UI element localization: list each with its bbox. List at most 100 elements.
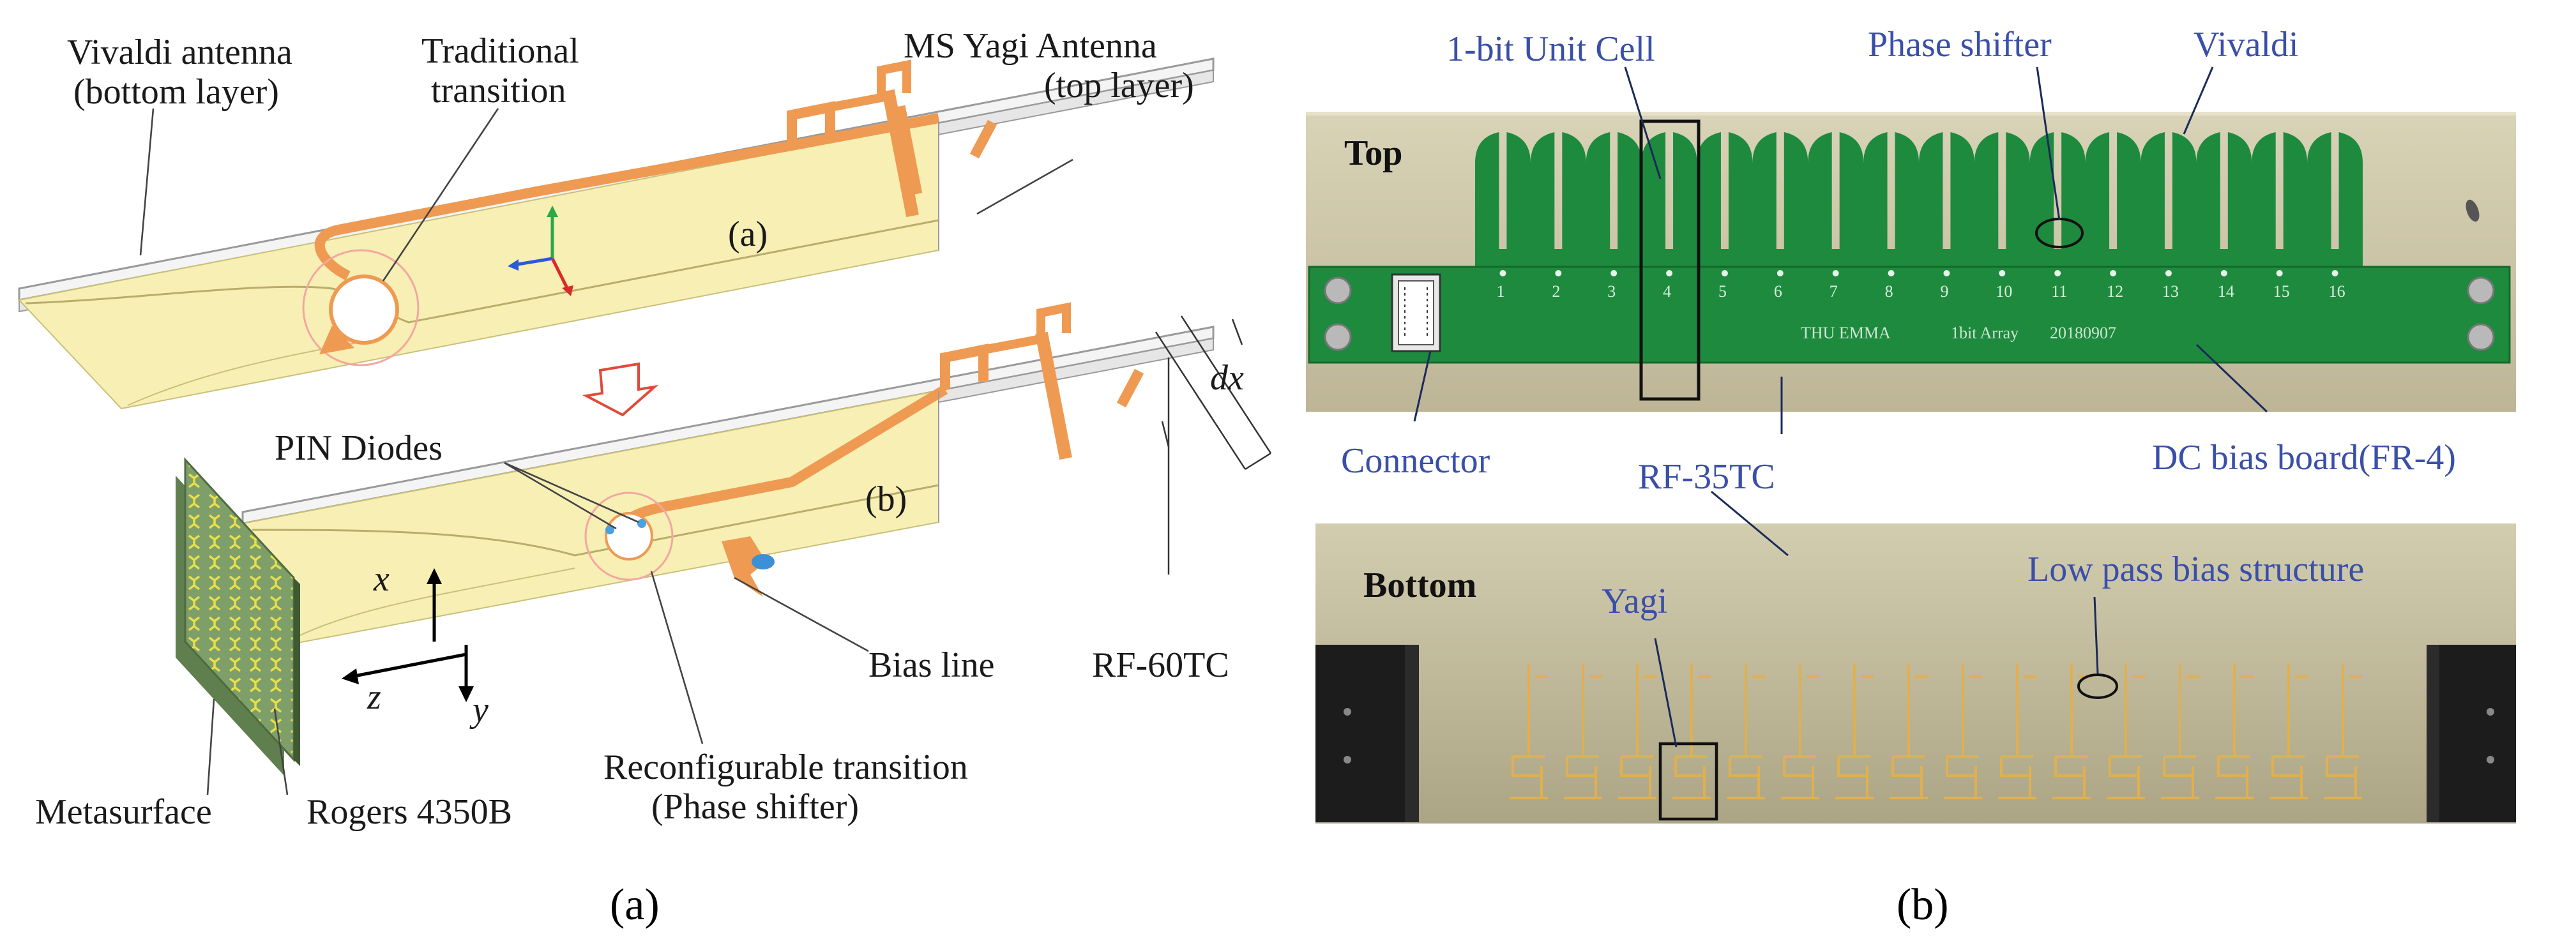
yagi-element-9	[1944, 664, 1982, 799]
label-top: Top	[1344, 133, 1402, 173]
element-pad-2	[1555, 270, 1562, 276]
panel-a-drawing: Vivaldi antenna (bottom layer) Tradition…	[18, 26, 1272, 929]
label-bottom: Bottom	[1363, 566, 1476, 605]
element-pad-5	[1721, 270, 1728, 276]
label-sub-a: (a)	[728, 214, 768, 254]
element-pad-1	[1499, 270, 1506, 276]
label-rf35tc: RF-35TC	[1638, 457, 1775, 497]
label-bias-line: Bias line	[868, 645, 995, 685]
yagi-element-15	[2269, 664, 2308, 799]
label-axis-z: z	[367, 677, 381, 717]
leader-lines-b	[1413, 66, 2268, 748]
label-dx: dx	[1210, 358, 1244, 398]
label-traditional-1: Traditional	[421, 31, 579, 71]
transition-arrow-icon	[582, 362, 659, 417]
yagi-element-3	[1618, 664, 1656, 799]
element-pad-8	[1888, 270, 1895, 276]
lower-antenna-slab	[241, 302, 1215, 646]
label-phase-shifter: Phase shifter	[1868, 25, 2052, 64]
traditional-feed-line	[314, 113, 940, 281]
element-number-3: 3	[1607, 282, 1616, 301]
label-pin-diodes: PIN Diodes	[275, 428, 443, 468]
yagi-element-4	[1672, 664, 1711, 799]
label-ms-yagi-1: MS Yagi Antenna	[904, 26, 1157, 66]
bias-line-stub	[722, 536, 766, 597]
element-pad-6	[1777, 270, 1784, 276]
element-pad-9	[1943, 270, 1950, 276]
label-reconfigurable-1: Reconfigurable transition	[603, 748, 968, 787]
yagi-element-12	[2107, 664, 2145, 799]
caption-a: (a)	[610, 880, 660, 929]
yagi-element-10	[1998, 664, 2036, 799]
element-number-11: 11	[2051, 282, 2067, 301]
element-pad-15	[2276, 270, 2283, 276]
metasurface	[176, 457, 300, 776]
label-vivaldi-bottom-2: (bottom layer)	[73, 72, 279, 112]
element-number-16: 16	[2329, 282, 2345, 301]
label-axis-x: x	[373, 559, 390, 599]
yagi-element-5	[1727, 664, 1765, 799]
label-traditional-2: transition	[431, 71, 566, 110]
pin-diode-1	[605, 525, 614, 534]
dc-bias-board	[1308, 266, 2511, 364]
element-number-14: 14	[2218, 282, 2234, 301]
yagi-box	[1658, 742, 1718, 821]
element-number-8: 8	[1885, 282, 1893, 301]
element-number-4: 4	[1663, 282, 1671, 301]
right-connector-block	[2427, 645, 2516, 822]
traditional-transition-circle	[302, 249, 420, 366]
element-number-12: 12	[2107, 282, 2123, 301]
yagi-element-13	[2161, 664, 2199, 799]
label-rogers: Rogers 4350B	[307, 792, 512, 832]
element-number-13: 13	[2162, 282, 2179, 301]
yagi-element-14	[2215, 664, 2254, 799]
element-pad-11	[2054, 270, 2061, 276]
element-pad-4	[1666, 270, 1673, 276]
low-pass-ellipse	[2077, 673, 2118, 699]
element-pad-13	[2165, 270, 2172, 276]
yagi-director	[969, 119, 997, 159]
yagi-element-11	[2052, 664, 2091, 799]
label-metasurface: Metasurface	[35, 792, 212, 832]
label-vivaldi: Vivaldi	[2193, 25, 2299, 64]
yagi-array	[1510, 664, 2362, 799]
left-connector-block	[1315, 645, 1418, 822]
coordinate-axes	[342, 568, 474, 702]
yagi-element-7	[1835, 664, 1874, 799]
unit-cell-box	[1639, 119, 1701, 401]
label-axis-y: y	[469, 690, 489, 730]
element-number-7: 7	[1830, 282, 1838, 301]
connector-top	[1391, 273, 1441, 352]
element-pad-3	[1610, 270, 1618, 276]
element-number-6: 6	[1774, 282, 1782, 301]
yagi-element-16	[2324, 664, 2362, 799]
board-text-date: 20180907	[2050, 324, 2116, 342]
element-number-9: 9	[1940, 282, 1948, 301]
element-pad-7	[1832, 270, 1839, 276]
caption-b: (b)	[1897, 880, 1949, 929]
upper-antenna-slab	[18, 57, 1215, 410]
label-connector: Connector	[1341, 441, 1490, 481]
label-dc-bias: DC bias board(FR-4)	[2152, 438, 2456, 478]
yagi-element-6	[1781, 664, 1819, 799]
element-number-15: 15	[2273, 282, 2290, 301]
dx-dimension	[1155, 315, 1272, 575]
label-yagi: Yagi	[1602, 582, 1667, 621]
element-number-5: 5	[1718, 282, 1727, 301]
element-pad-10	[1999, 270, 2006, 276]
yagi-element-2	[1564, 664, 1602, 799]
board-text-array: 1bit Array	[1951, 324, 2019, 342]
element-pad-14	[2220, 270, 2227, 276]
element-number-1: 1	[1496, 282, 1504, 301]
label-sub-b: (b)	[865, 479, 907, 519]
element-pad-12	[2110, 270, 2117, 276]
board-text-lab: THU EMMA	[1801, 324, 1891, 342]
label-low-pass: Low pass bias structure	[2027, 550, 2364, 589]
element-number-10: 10	[1996, 282, 2012, 301]
label-vivaldi-bottom-1: Vivaldi antenna	[67, 33, 292, 72]
yagi-element-1	[1510, 664, 1548, 799]
